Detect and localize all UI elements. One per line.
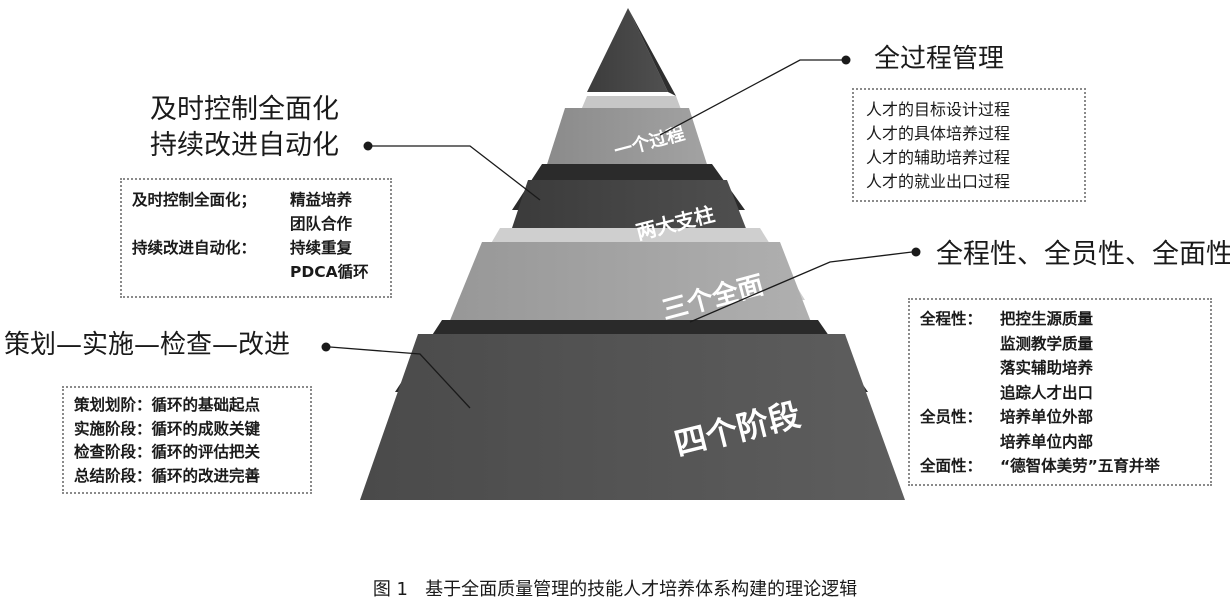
list-item: 培养单位内部 — [1000, 432, 1094, 451]
list-item: 人才的目标设计过程 — [866, 100, 1011, 119]
list-item: 追踪人才出口 — [1000, 383, 1094, 402]
leader-left-upper — [372, 145, 541, 201]
heading-pdca: 策划—实施—检查—改进 — [4, 330, 291, 360]
leader-left-lower — [329, 346, 471, 409]
heading-line: 及时控制全面化 — [150, 94, 339, 125]
heading-three-comprehensive: 全程性、全员性、全面性 — [936, 239, 1230, 270]
list-item: 监测教学质量 — [1000, 334, 1094, 353]
list-item: 人才的具体培养过程 — [866, 124, 1011, 143]
list-item: 落实辅助培养 — [1000, 359, 1094, 377]
list-item: 实施阶段： 循环的成败关键 — [74, 419, 261, 438]
list-item: 人才的辅助培养过程 — [866, 148, 1011, 167]
leader-lines — [329, 59, 913, 409]
heading-full-process-management: 全过程管理 — [874, 44, 1005, 74]
list-item: 持续改进自动化： 持续重复 — [132, 239, 353, 257]
list-item: 全面性： “德智体美劳”五育并举 — [920, 457, 1160, 475]
box-full-process: 人才的目标设计过程 人才的具体培养过程 人才的辅助培养过程 人才的就业出口过程 — [852, 88, 1086, 202]
list-item: 团队合作 — [290, 215, 353, 233]
figure-caption: 图 1 基于全面质量管理的技能人才培养体系构建的理论逻辑 — [372, 579, 858, 600]
box-two-pillars: 及时控制全面化； 精益培养 团队合作 持续改进自动化： 持续重复 PDCA循环 — [120, 178, 392, 298]
heading-line: 持续改进自动化 — [150, 130, 339, 161]
box-four-stages: 策划划阶： 循环的基础起点 实施阶段： 循环的成败关键 检查阶段： 循环的评估把… — [62, 386, 312, 494]
pyramid-tier-1 — [542, 96, 712, 180]
list-item: 全程性： 把控生源质量 — [920, 310, 1094, 328]
leader-dots — [321, 55, 921, 352]
list-item: 策划划阶： 循环的基础起点 — [74, 396, 261, 414]
pyramid-apex — [587, 8, 676, 96]
list-item: 及时控制全面化； 精益培养 — [132, 191, 353, 209]
heading-timely-control: 及时控制全面化 持续改进自动化 — [150, 92, 339, 164]
list-item: PDCA循环 — [290, 263, 369, 281]
leader-top-right — [659, 59, 842, 136]
list-item: 检查阶段： 循环的评估把关 — [74, 443, 261, 461]
box-three-comprehensive: 全程性： 把控生源质量 监测教学质量 落实辅助培养 追踪人才出口 全员性： 培养… — [908, 298, 1212, 486]
pyramid-tier-3 — [442, 228, 818, 340]
pyramid-tier-4 — [360, 320, 905, 500]
list-item: 全员性： 培养单位外部 — [920, 408, 1094, 426]
leader-right-middle — [689, 251, 913, 323]
list-item: 总结阶段： 循环的改进完善 — [74, 466, 261, 485]
list-item: 人才的就业出口过程 — [866, 172, 1011, 191]
